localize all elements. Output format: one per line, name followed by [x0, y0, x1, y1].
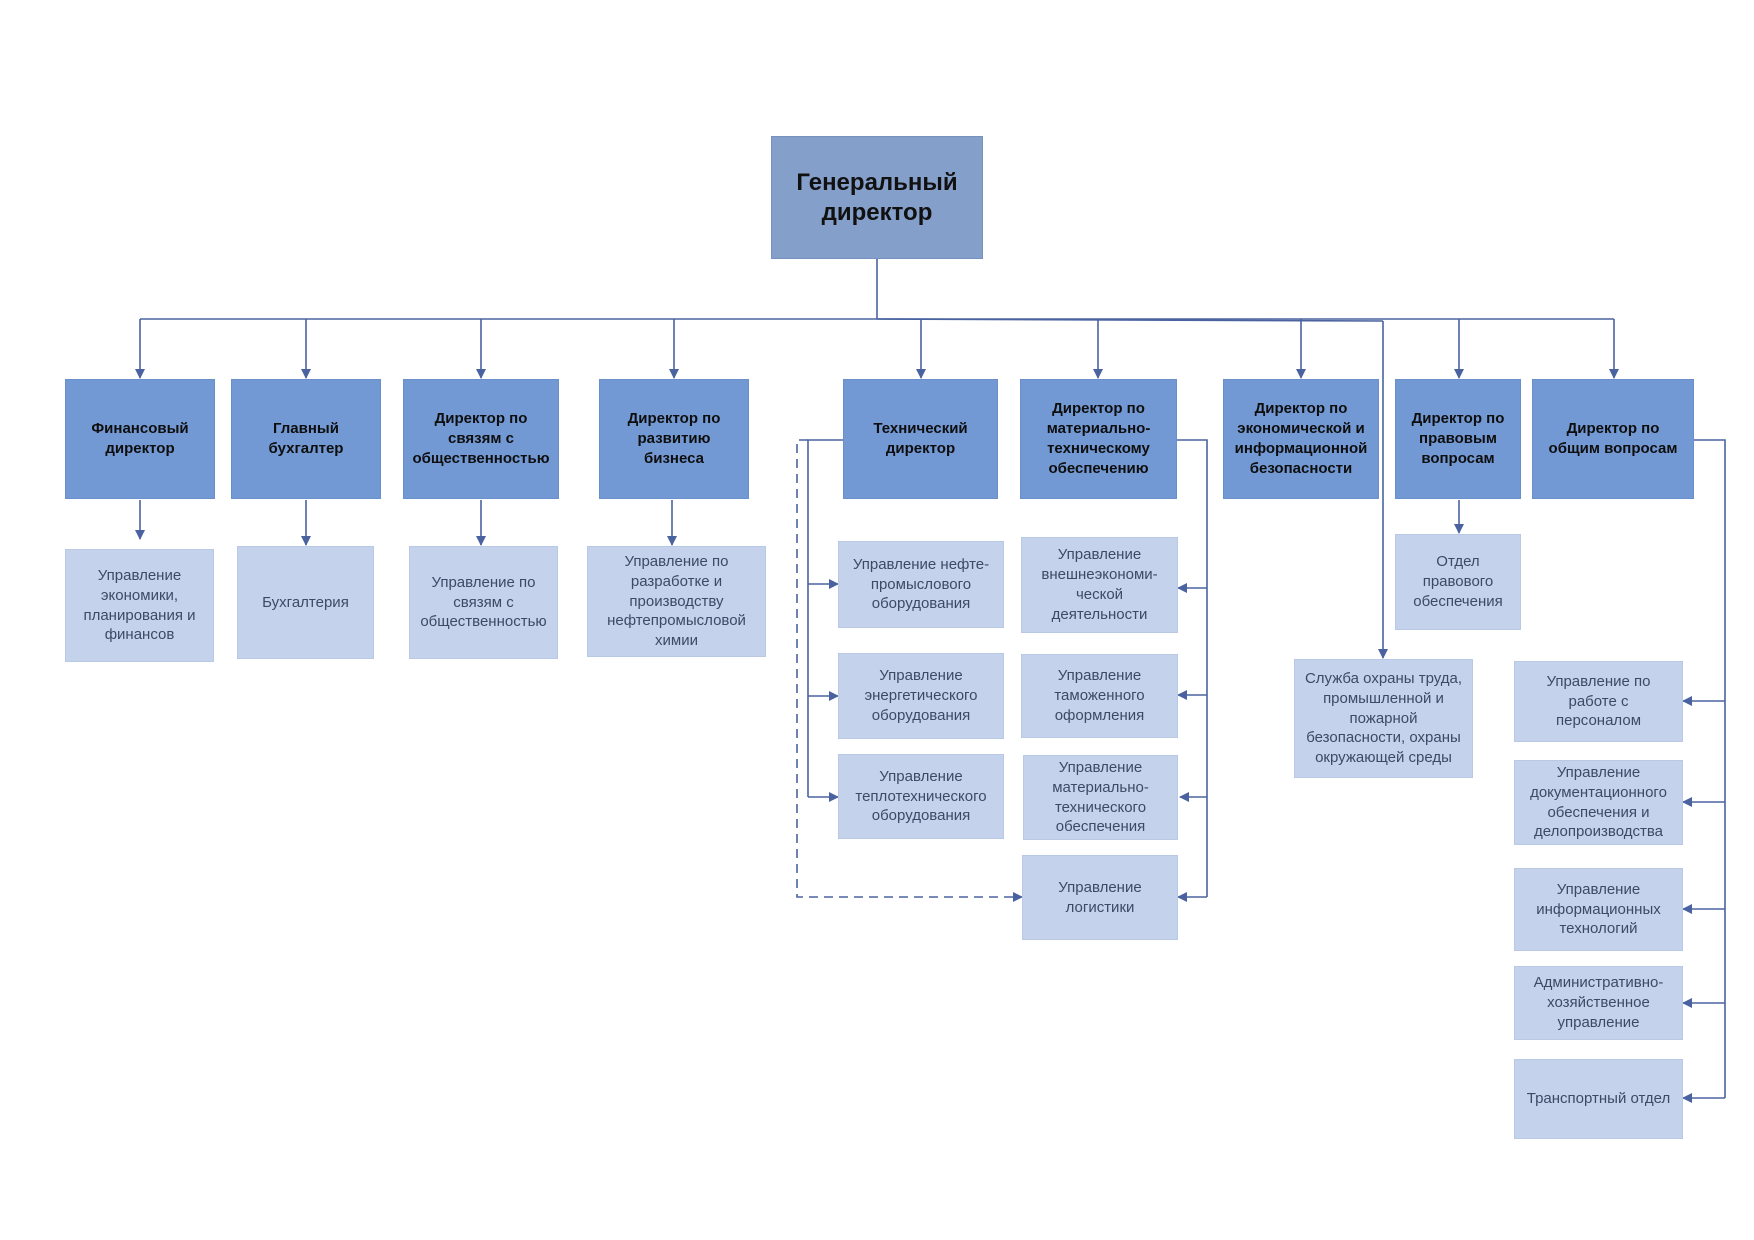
dept-customs: Управление таможенного оформления [1021, 654, 1178, 738]
dept-safety-service: Служба охраны труда, промышленной и пожа… [1294, 659, 1473, 778]
dept-customs-label: Управление таможенного оформления [1054, 667, 1145, 724]
dept-administrative-label: Административно- хозяйственное управлени… [1533, 974, 1664, 1031]
dept-oilfield-equipment: Управление нефте- промыслового оборудова… [838, 541, 1004, 628]
dept-material-supply-label: Управление материально- технического обе… [1052, 758, 1149, 836]
director-security-label: Директор по экономической и информационн… [1234, 400, 1368, 477]
dept-transport-label: Транспортный отдел [1526, 1090, 1671, 1108]
dept-oilfield-equipment-label: Управление нефте- промыслового оборудова… [852, 555, 990, 613]
dept-public-relations-label: Управление по связям с общественностью [420, 573, 547, 631]
director-technical-label: Технический директор [873, 420, 968, 457]
dept-documentation: Управление документационного обеспечения… [1514, 760, 1683, 845]
dept-economics-label: Управление экономики, планирования и фин… [83, 566, 196, 644]
dept-logistics: Управление логистики [1022, 855, 1178, 940]
dept-thermal-equipment-label: Управление теплотехнического оборудовани… [855, 767, 987, 825]
dept-energy-equipment-label: Управление энергетического оборудования [864, 667, 978, 724]
dept-logistics-label: Управление логистики [1058, 878, 1142, 916]
director-material-supply-label: Директор по материально- техническому об… [1046, 400, 1151, 477]
dept-material-supply: Управление материально- технического обе… [1023, 755, 1178, 840]
dept-foreign-trade-label: Управление внешнеэкономи- ческой деятель… [1041, 546, 1158, 623]
gen-bracket [1694, 439, 1726, 1098]
dept-oilfield-chemistry-label: Управление по разработке и производству … [607, 552, 746, 650]
dept-it: Управление информационных технологий [1514, 868, 1683, 951]
dept-public-relations: Управление по связям с общественностью [409, 546, 558, 659]
director-finance-label: Финансовый директор [91, 420, 189, 457]
dept-transport: Транспортный отдел [1514, 1059, 1683, 1139]
director-business-development-label: Директор по развитию бизнеса [627, 410, 721, 467]
dept-hr-label: Управление по работе с персоналом [1546, 672, 1651, 730]
dept-economics: Управление экономики, планирования и фин… [65, 549, 214, 662]
dept-energy-equipment: Управление энергетического оборудования [838, 653, 1004, 739]
dept-oilfield-chemistry: Управление по разработке и производству … [587, 546, 766, 657]
link-tech-logistics-dashed [796, 439, 1023, 902]
dept-administrative: Административно- хозяйственное управлени… [1514, 966, 1683, 1040]
director-chief-accountant: Главный бухгалтер [231, 379, 381, 499]
director-finance: Финансовый директор [65, 379, 215, 499]
dept-accounting-label: Бухгалтерия [262, 593, 349, 611]
director-public-relations: Директор по связям с общественностью [403, 379, 559, 499]
safety-bus [876, 318, 1384, 322]
director-business-development: Директор по развитию бизнеса [599, 379, 749, 499]
dept-legal-support: Отдел правового обеспечения [1395, 534, 1521, 630]
dept-thermal-equipment: Управление теплотехнического оборудовани… [838, 754, 1004, 839]
director-security: Директор по экономической и информационн… [1223, 379, 1379, 499]
general-director-label: Генеральный директор [796, 168, 958, 226]
director-material-supply: Директор по материально- техническому об… [1020, 379, 1177, 499]
general-director-box: Генеральный директор [771, 136, 983, 259]
dept-hr: Управление по работе с персоналом [1514, 661, 1683, 742]
director-legal-label: Директор по правовым вопросам [1411, 410, 1505, 467]
director-chief-accountant-label: Главный бухгалтер [268, 420, 344, 457]
director-public-relations-label: Директор по связям с общественностью [412, 410, 550, 467]
director-technical: Технический директор [843, 379, 998, 499]
dept-safety-service-label: Служба охраны труда, промышленной и пожа… [1304, 669, 1463, 767]
dept-accounting: Бухгалтерия [237, 546, 374, 659]
dept-it-label: Управление информационных технологий [1536, 880, 1661, 938]
director-legal: Директор по правовым вопросам [1395, 379, 1521, 499]
dept-foreign-trade: Управление внешнеэкономи- ческой деятель… [1021, 537, 1178, 633]
dept-legal-support-label: Отдел правового обеспечения [1413, 553, 1503, 610]
director-general-affairs-label: Директор по общим вопросам [1548, 420, 1678, 457]
dept-documentation-label: Управление документационного обеспечения… [1530, 763, 1667, 841]
director-general-affairs: Директор по общим вопросам [1532, 379, 1694, 499]
mts-bracket [1177, 439, 1208, 897]
